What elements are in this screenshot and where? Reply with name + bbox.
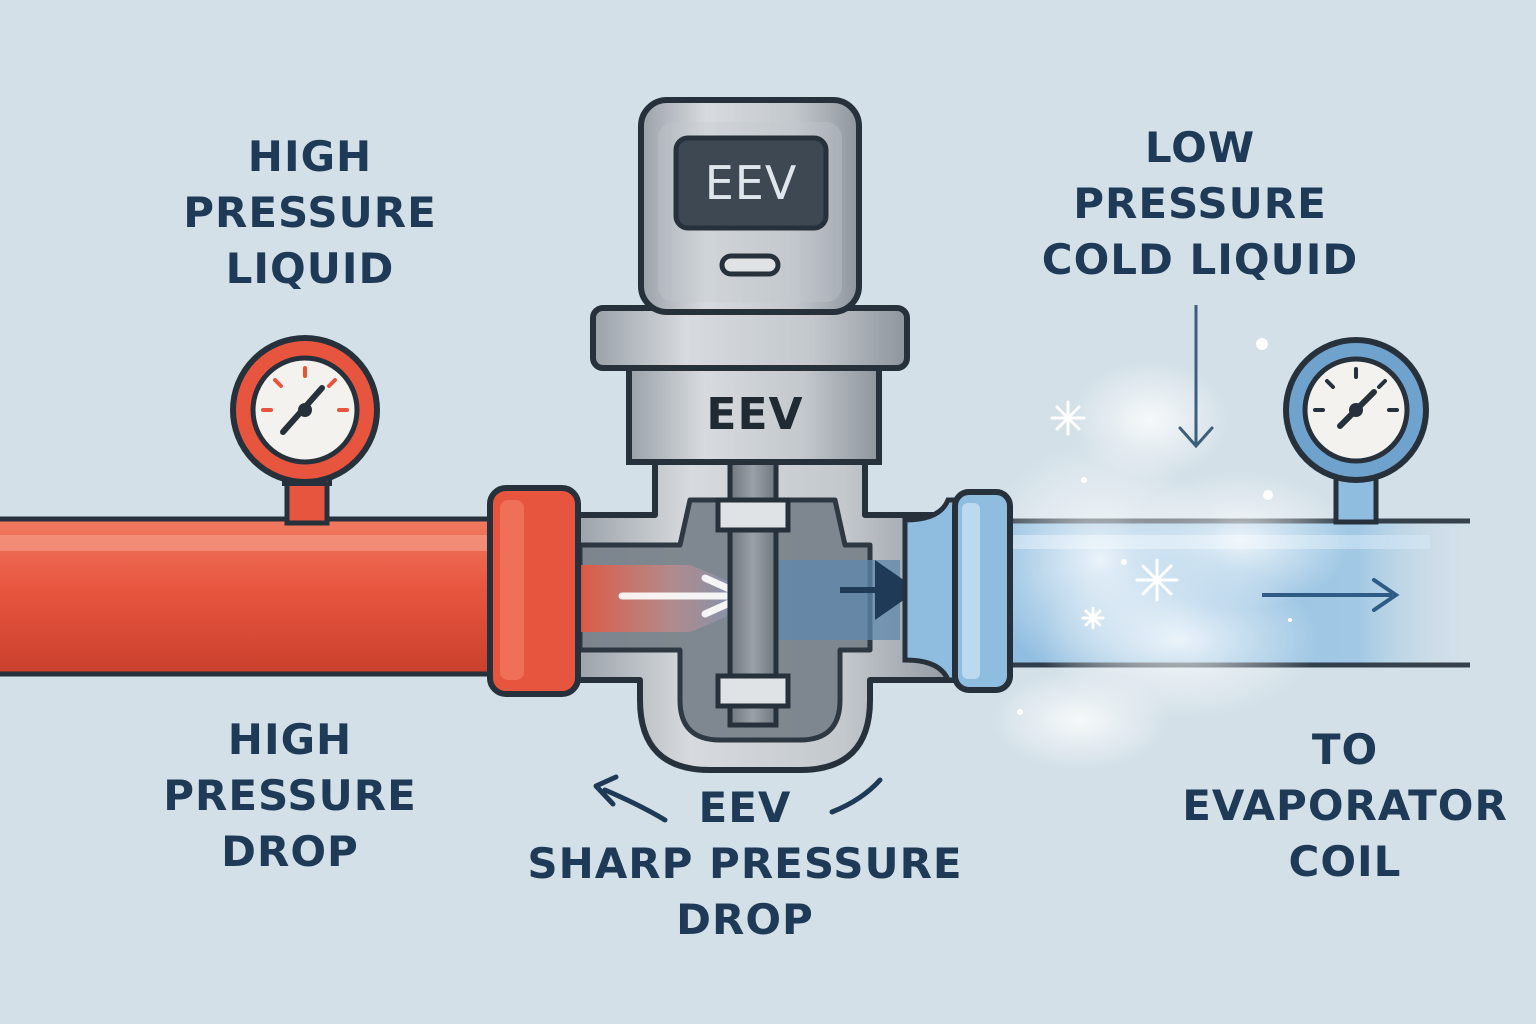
label-to-evaporator-coil: TO EVAPORATOR COIL <box>1175 722 1515 890</box>
label-line: TO <box>1311 725 1379 774</box>
label-line: LIQUID <box>225 244 395 293</box>
valve-body <box>572 452 963 773</box>
curved-arrow-left-icon <box>593 774 668 823</box>
valve-actuator <box>590 97 910 465</box>
cold-mist <box>980 360 1350 770</box>
label-line: DROP <box>676 895 814 944</box>
outlet-arrow-icon <box>840 560 918 620</box>
label-high-pressure-liquid: HIGH PRESSURE LIQUID <box>140 129 480 297</box>
label-line: HIGH <box>227 715 353 764</box>
valve-display-label: EEV <box>704 156 798 210</box>
frost-particles <box>1017 338 1292 715</box>
label-line: COLD LIQUID <box>1041 235 1359 284</box>
label-line: PRESSURE <box>163 771 417 820</box>
label-line: DROP <box>221 827 359 876</box>
flow-direction-arrow-icon <box>1262 578 1400 612</box>
label-line: EVAPORATOR <box>1182 781 1508 830</box>
label-line: PRESSURE <box>1073 179 1327 228</box>
label-line: SHARP PRESSURE <box>527 839 963 888</box>
label-line: LOW <box>1144 123 1256 172</box>
label-eev-sharp-pressure-drop: EEV SHARP PRESSURE DROP <box>495 780 995 948</box>
snowflake-icon <box>1050 400 1179 630</box>
label-line: PRESSURE <box>183 188 437 237</box>
downward-arrow-icon <box>1178 305 1214 449</box>
label-low-pressure-cold-liquid: LOW PRESSURE COLD LIQUID <box>1030 120 1370 288</box>
label-line: HIGH <box>247 132 373 181</box>
label-line: COIL <box>1288 837 1402 886</box>
high-pressure-gauge-icon <box>230 335 380 526</box>
low-pressure-gauge-icon <box>1283 337 1429 525</box>
outlet-flange <box>902 489 1013 693</box>
label-high-pressure-drop: HIGH PRESSURE DROP <box>120 712 460 880</box>
label-line: EEV <box>698 783 792 832</box>
high-pressure-pipe <box>0 516 513 677</box>
inlet-flange <box>487 485 581 697</box>
curved-arrow-right-icon <box>829 777 883 815</box>
valve-body-label: EEV <box>706 389 804 440</box>
